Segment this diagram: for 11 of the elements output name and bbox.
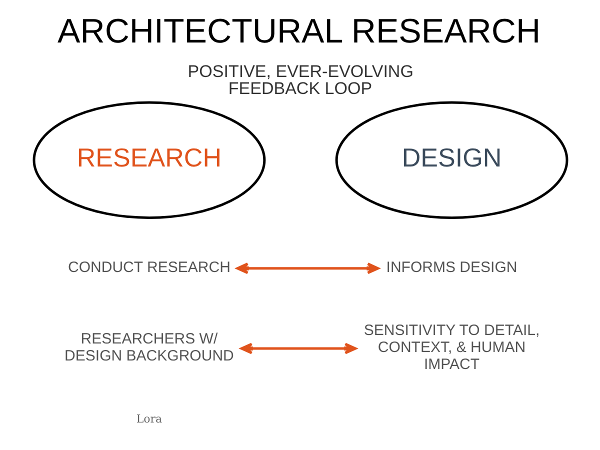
node-text: CONDUCT RESEARCH [68,258,230,276]
node-text: INFORMS DESIGN [386,258,517,276]
node-text: RESEARCHERS W/ DESIGN BACKGROUND [64,330,234,364]
node-text: SENSITIVITY TO DETAIL, CONTEXT, & HUMAN IMPACT [363,322,540,374]
label: Lora [136,412,162,426]
arrow [236,262,379,274]
diagram-title: ARCHITECTURAL RESEARCH [57,12,540,51]
node-ellipse: RESEARCH [32,101,266,219]
caption: POSITIVE, EVER-EVOLVING FEEDBACK LOOP [187,62,413,98]
node-ellipse: DESIGN [334,101,568,219]
arrow [240,342,356,354]
